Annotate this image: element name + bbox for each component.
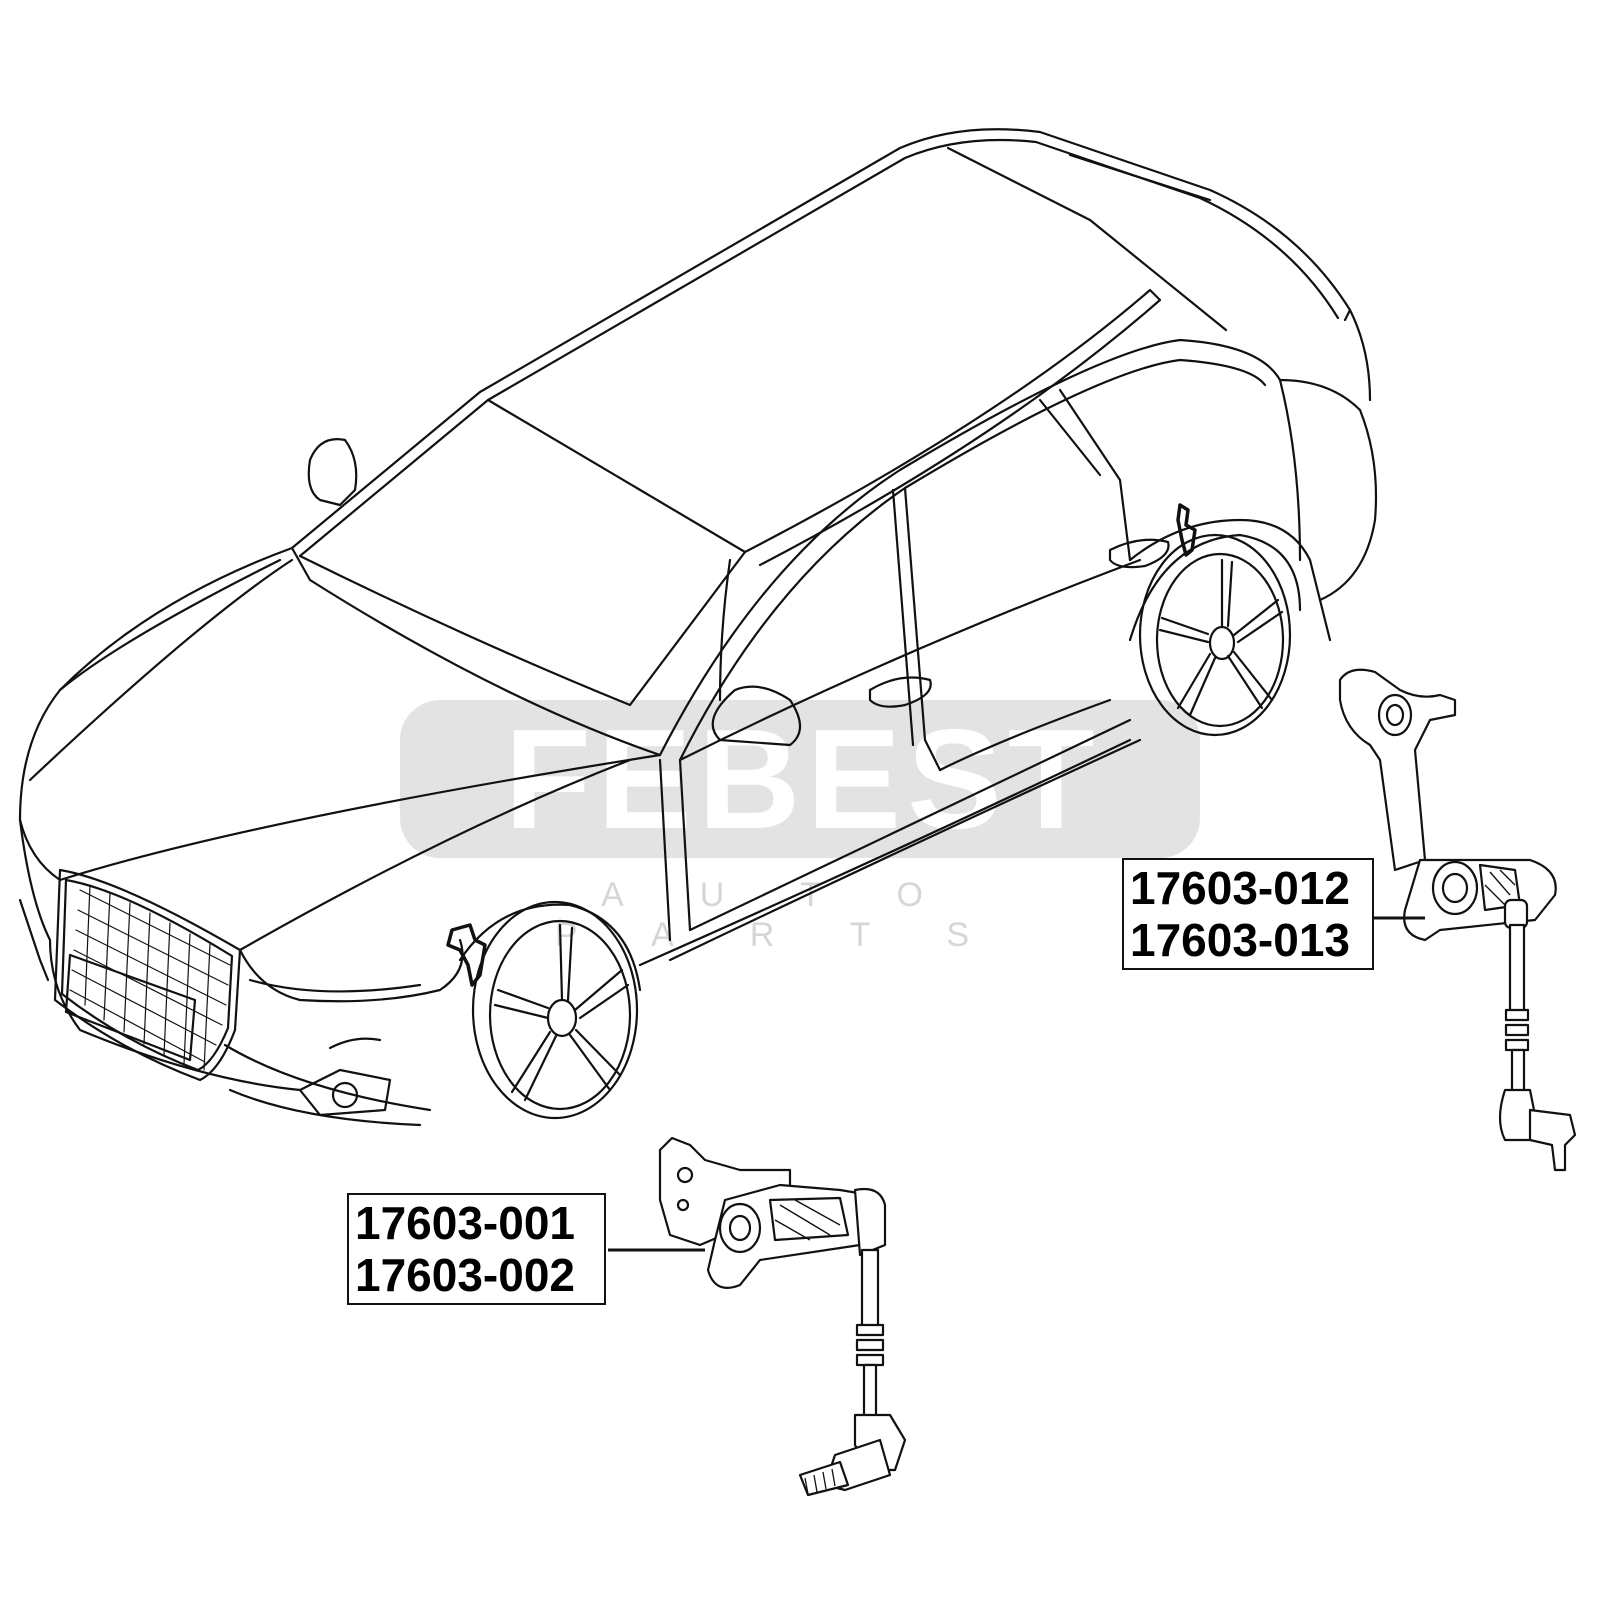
car-roof — [290, 128, 1352, 567]
part-number-rear-1: 17603-012 — [1130, 862, 1350, 914]
rear-sensor-bracket — [1338, 668, 1457, 872]
front-door-handle — [868, 676, 932, 708]
car-side — [638, 308, 1378, 967]
rear-sensor-marker — [1176, 503, 1197, 557]
front-sensor-part-numbers: 17603-001 17603-002 — [347, 1193, 606, 1305]
part-number-front-2: 17603-002 — [355, 1249, 575, 1301]
rear-wheel — [1128, 533, 1302, 737]
grille-mesh — [69, 884, 231, 1071]
side-mirror — [307, 438, 802, 747]
rear-sensor-body — [1403, 858, 1557, 942]
rear-door-handle — [1108, 538, 1170, 569]
front-sensor-rod — [798, 1248, 907, 1497]
rear-sensor-part-numbers: 17603-012 17603-013 — [1122, 858, 1374, 970]
front-wheel — [458, 900, 642, 1120]
front-sensor-marker — [446, 923, 487, 987]
car-front-end — [18, 868, 464, 1127]
watermark-subtitle: AUTO PARTS — [554, 876, 1046, 954]
front-sensor-body — [706, 1183, 887, 1289]
part-number-front-1: 17603-001 — [355, 1197, 575, 1249]
car-hood — [18, 546, 747, 1092]
rear-sensor-rod — [1498, 923, 1577, 1172]
part-number-rear-2: 17603-013 — [1130, 914, 1350, 966]
license-plate — [64, 953, 197, 1062]
